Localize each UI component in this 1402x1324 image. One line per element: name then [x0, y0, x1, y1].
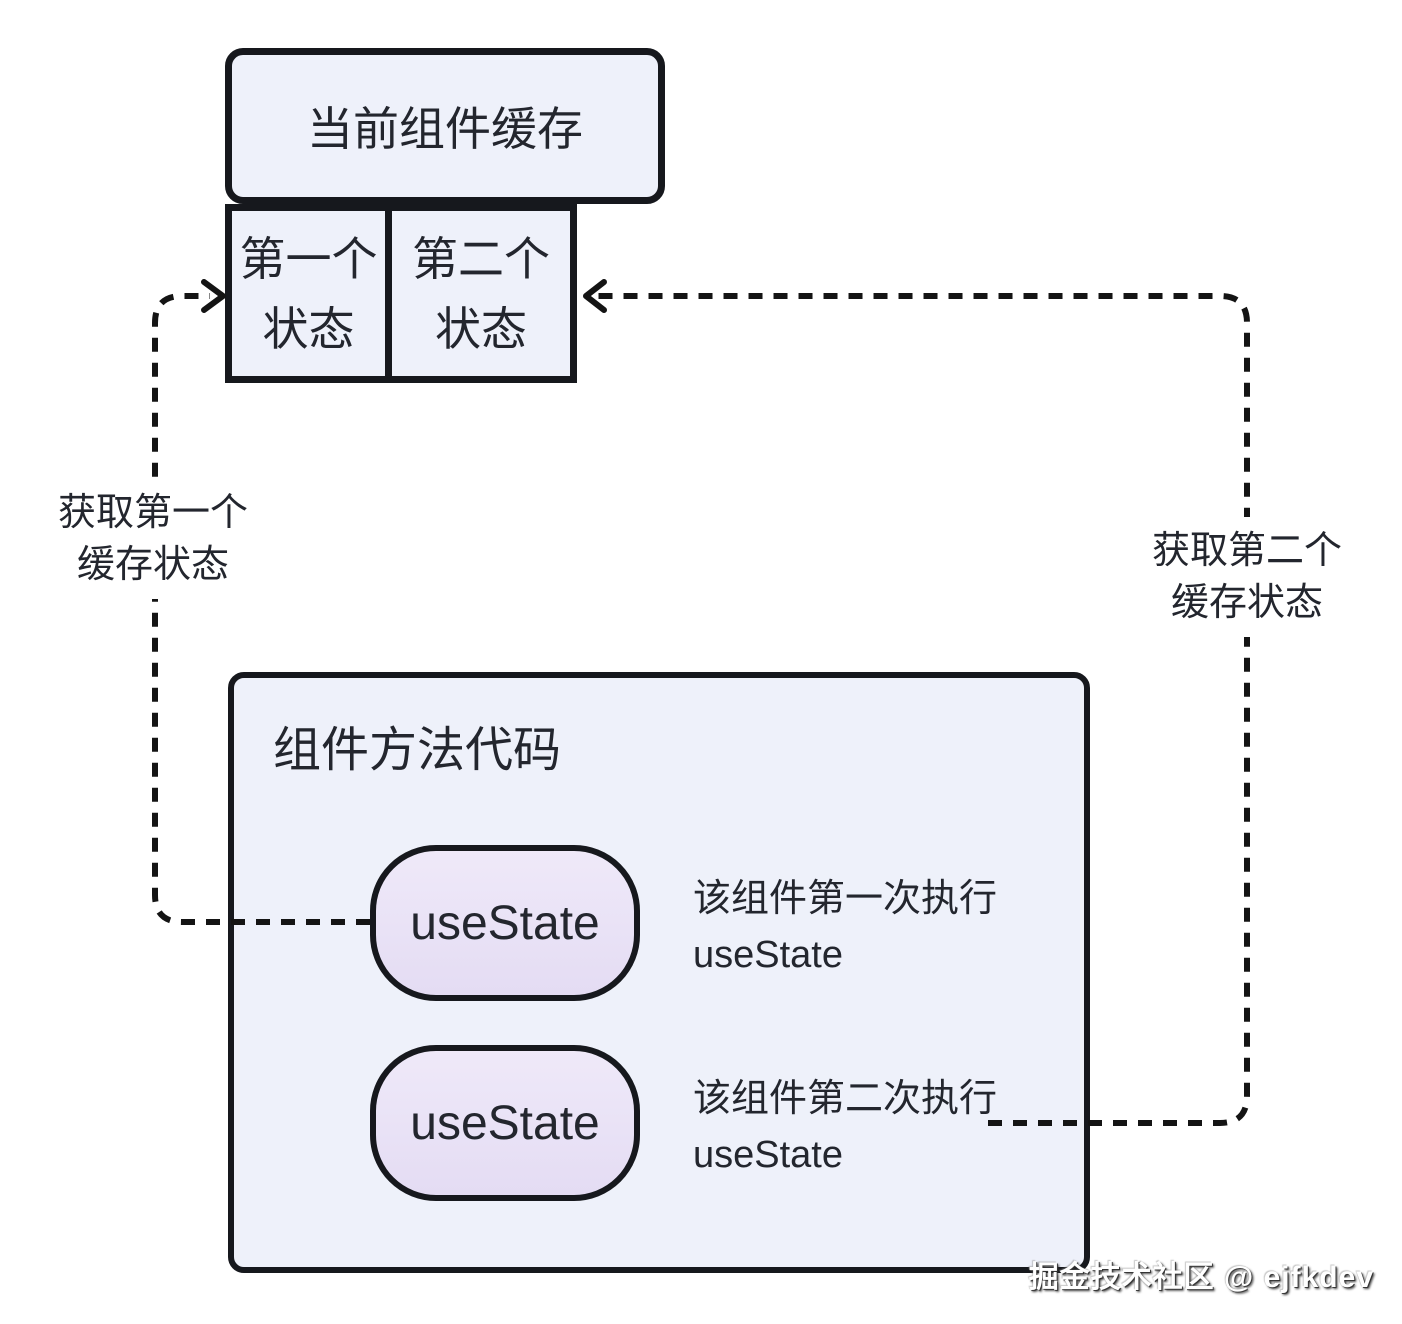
state-box-first-label: 第一个 状态 — [239, 232, 378, 355]
usestate-pill-second: useState — [370, 1045, 640, 1201]
watermark: 掘金技术社区 @ ejfkdev — [1028, 1261, 1374, 1294]
state-box-second-label: 第二个 状态 — [412, 232, 550, 355]
usestate-pill-first: useState — [370, 845, 640, 1001]
cache-box-label: 当前组件缓存 — [307, 103, 583, 155]
edge-second-state-arrowhead-icon — [583, 279, 607, 313]
edge-label-get-second-state: 获取第二个 缓存状态 — [1137, 517, 1357, 637]
state-box-first: 第一个 状态 — [225, 204, 392, 383]
usestate-pill-first-label: useState — [410, 896, 600, 950]
cache-box: 当前组件缓存 — [225, 48, 665, 204]
note-second-execution: 该组件第二次执行 useState — [693, 1078, 998, 1176]
state-box-second: 第二个 状态 — [385, 204, 577, 383]
edge-first-state-arrowhead-icon — [201, 279, 226, 313]
component-code-box-title: 组件方法代码 — [273, 724, 562, 777]
usestate-pill-second-label: useState — [410, 1096, 600, 1150]
note-first-execution: 该组件第一次执行 useState — [693, 878, 998, 976]
edge-label-get-first-state: 获取第一个 缓存状态 — [43, 479, 263, 599]
